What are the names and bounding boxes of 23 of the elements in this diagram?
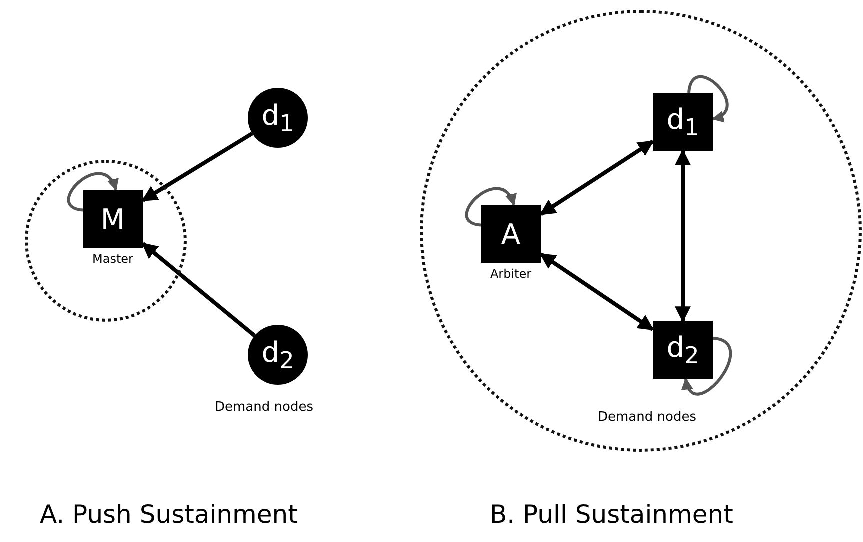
group-label: Demand nodes bbox=[598, 410, 696, 425]
square-node: M bbox=[83, 190, 143, 248]
loop-arrow bbox=[465, 187, 516, 227]
arrow bbox=[540, 140, 654, 216]
node-caption: Master bbox=[92, 252, 134, 266]
circle-node: d$_{2}$ bbox=[248, 325, 308, 385]
loop-arrow bbox=[67, 172, 118, 212]
square-node: A bbox=[481, 205, 541, 263]
panel-title: B. Pull Sustainment bbox=[490, 500, 734, 529]
loop-arrow bbox=[688, 75, 729, 121]
arrow bbox=[142, 132, 254, 202]
group-label: Demand nodes bbox=[215, 400, 314, 415]
node-caption: Arbiter bbox=[489, 267, 533, 281]
square-node: d$_{1}$ bbox=[653, 93, 713, 151]
dotted-circle bbox=[25, 160, 187, 322]
arrow bbox=[142, 242, 256, 338]
arrow bbox=[675, 149, 691, 323]
panel-title: A. Push Sustainment bbox=[40, 500, 298, 529]
dotted-circle bbox=[420, 10, 862, 452]
square-node: d$_{2}$ bbox=[653, 321, 713, 379]
loop-arrow bbox=[683, 336, 732, 396]
circle-node: d$_{1}$ bbox=[248, 88, 308, 148]
arrow bbox=[540, 252, 654, 332]
